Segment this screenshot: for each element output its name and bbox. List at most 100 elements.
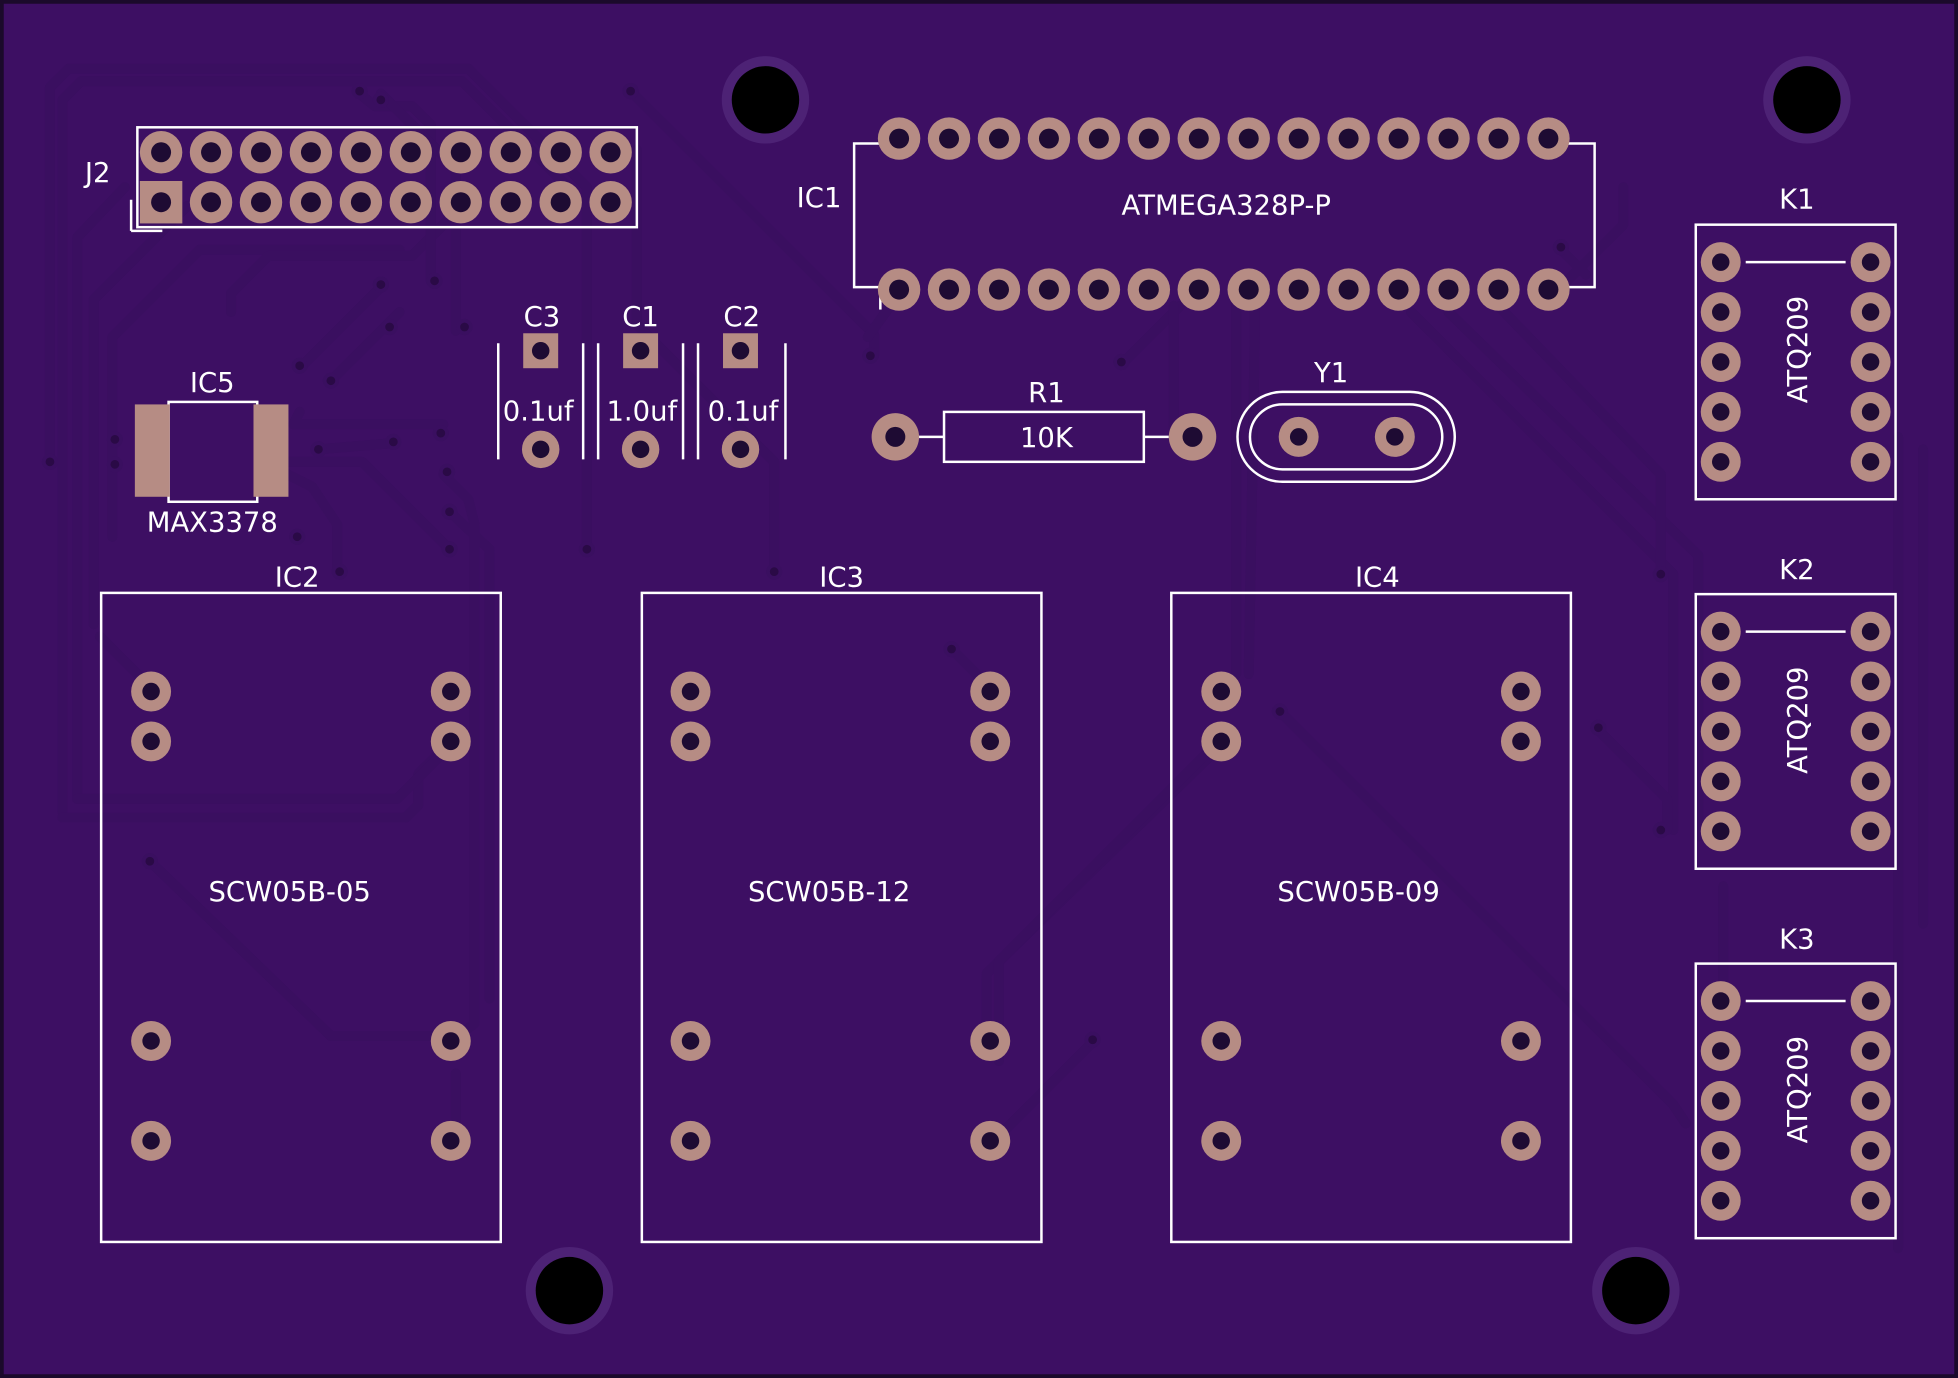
relay-pin — [1850, 1031, 1891, 1071]
ic1-designator: IC1 — [797, 183, 842, 214]
via-layer — [41, 83, 1669, 1048]
ic1-pin-rows — [877, 117, 1570, 311]
module-pin — [970, 721, 1011, 762]
relay-pin — [1850, 811, 1891, 852]
j2-pin-grid — [139, 131, 632, 224]
ic1-pin — [1077, 268, 1121, 311]
c2-value: 0.1uf — [708, 397, 780, 428]
ic1-pin — [977, 268, 1021, 311]
component-j2: J2 — [83, 126, 639, 233]
ic1-pin — [1027, 268, 1071, 311]
module-pin — [430, 1021, 471, 1061]
component-ic4: IC4 SCW05B-09 — [1170, 563, 1573, 1244]
module-pin — [670, 1120, 711, 1161]
ic4-designator: IC4 — [1355, 563, 1400, 594]
component-ic5: IC5 MAX3378 — [134, 368, 289, 539]
j2-pin — [239, 131, 283, 174]
ic1-pin — [1127, 268, 1171, 311]
relay-pin — [1700, 292, 1741, 333]
ic1-pin — [1127, 117, 1171, 160]
module-pin — [1500, 1120, 1541, 1161]
module-pin — [131, 671, 172, 712]
j2-pin — [439, 180, 483, 224]
j2-pin — [439, 131, 483, 174]
ic1-pin — [1477, 117, 1520, 160]
mounting-hole-top-left — [721, 56, 810, 144]
relay-pin — [1850, 391, 1891, 432]
ic1-pin — [1177, 268, 1221, 311]
relay-pin — [1700, 441, 1741, 482]
ic1-pin — [1027, 117, 1071, 160]
relay-pin — [1700, 1080, 1741, 1121]
module-pin — [1201, 671, 1242, 712]
c3-value: 0.1uf — [503, 397, 575, 428]
module-pin — [1201, 1021, 1242, 1061]
relay-pin — [1850, 611, 1891, 652]
module-pin — [430, 1120, 471, 1161]
relay-pin — [1700, 391, 1741, 432]
j2-pin — [339, 131, 383, 174]
j2-pin — [289, 180, 333, 224]
r1-value: 10K — [1020, 423, 1074, 454]
j2-pin — [239, 180, 283, 224]
ic5-pad-left — [134, 404, 170, 497]
j2-designator: J2 — [83, 158, 111, 189]
c1-designator: C1 — [622, 302, 659, 333]
c2-designator: C2 — [723, 302, 760, 333]
module-pin — [131, 721, 172, 762]
y1-designator: Y1 — [1313, 358, 1348, 389]
component-r1: R1 10K — [871, 378, 1217, 464]
relay-pin — [1850, 711, 1891, 752]
relay-pin — [1850, 661, 1891, 702]
ic5-value: MAX3378 — [147, 508, 278, 539]
module-pin — [1500, 1021, 1541, 1061]
ic1-value: ATMEGA328P-P — [1122, 191, 1331, 222]
ic1-pin — [1077, 117, 1121, 160]
module-pin — [670, 721, 711, 762]
module-pin — [970, 1120, 1011, 1161]
j2-pin — [539, 131, 582, 174]
module-pin — [1201, 721, 1242, 762]
ic1-pin — [877, 268, 921, 311]
relay-pin — [1850, 242, 1891, 283]
module-pin — [970, 671, 1011, 712]
j2-pin — [339, 180, 383, 224]
relay-pin — [1850, 1130, 1891, 1171]
j2-pin — [589, 131, 632, 174]
component-c1: C1 1.0uf — [596, 302, 685, 469]
j2-pin — [189, 180, 233, 224]
ic1-pin — [1277, 268, 1320, 311]
ic1-pin — [1527, 268, 1570, 311]
module-pin — [131, 1120, 172, 1161]
ic3-value: SCW05B-12 — [748, 877, 910, 908]
relay-pin — [1700, 761, 1741, 802]
ic1-pin — [927, 117, 971, 160]
ic5-designator: IC5 — [190, 368, 235, 399]
module-pin — [670, 671, 711, 712]
ic1-pin — [1527, 117, 1570, 160]
module-pin — [430, 671, 471, 712]
relay-pin — [1700, 1130, 1741, 1171]
mounting-hole-bottom-left — [525, 1246, 614, 1335]
relay-pin — [1700, 981, 1741, 1022]
ic1-pin — [1177, 117, 1221, 160]
relay-pin — [1700, 1031, 1741, 1071]
mounting-holes — [525, 56, 1851, 1335]
relay-pin — [1700, 661, 1741, 702]
relay-pin — [1700, 242, 1741, 283]
relay-pin — [1850, 292, 1891, 333]
ic1-pin — [1427, 117, 1470, 160]
relay-pin — [1850, 761, 1891, 802]
relay-pin — [1850, 441, 1891, 482]
relay-pin — [1700, 711, 1741, 752]
relay-pin — [1850, 342, 1891, 382]
relay-pin — [1700, 342, 1741, 382]
k2-designator: K2 — [1779, 555, 1814, 586]
j2-pin — [139, 131, 183, 174]
component-c3: C3 0.1uf — [496, 302, 585, 469]
ic1-pin — [1227, 268, 1270, 311]
ic1-pin — [1427, 268, 1470, 311]
c3-designator: C3 — [524, 302, 561, 333]
ic4-value: SCW05B-09 — [1277, 877, 1439, 908]
